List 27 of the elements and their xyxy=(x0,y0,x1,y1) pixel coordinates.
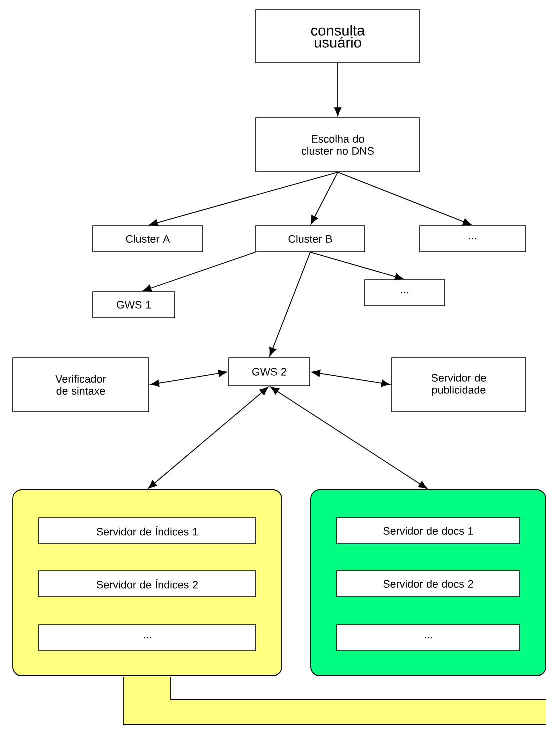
process-box: Cluster A xyxy=(92,226,204,252)
process-box: GWS 2 xyxy=(228,358,310,386)
process-box: Cluster B xyxy=(256,226,366,252)
arrow xyxy=(148,387,269,489)
arrow xyxy=(310,252,404,280)
arrow xyxy=(270,386,428,490)
server-box: ... xyxy=(38,624,256,652)
arrow xyxy=(312,370,390,388)
server-box: Servidor de Índices 2 xyxy=(38,570,256,598)
arrow xyxy=(142,252,256,292)
arrow xyxy=(310,172,338,224)
arrow xyxy=(270,252,311,356)
process-box: Verificador de sintaxe xyxy=(12,358,150,412)
process-box: ... xyxy=(364,280,446,306)
process-box: ... xyxy=(420,226,526,252)
server-box: ... xyxy=(336,624,520,652)
server-box: Servidor de docs 2 xyxy=(336,570,520,598)
server-box: Servidor de docs 1 xyxy=(336,518,520,544)
process-box: Servidor de publicidade xyxy=(392,358,526,412)
process-box: GWS 1 xyxy=(92,292,176,318)
server-box: Servidor de Índices 1 xyxy=(38,518,256,544)
arrow xyxy=(150,370,228,388)
process-box: Escolha do cluster no DNS xyxy=(256,118,420,172)
arrow xyxy=(149,172,338,227)
arrow xyxy=(334,62,342,116)
process-box: consulta usuário xyxy=(256,10,420,64)
arrow xyxy=(338,172,472,226)
